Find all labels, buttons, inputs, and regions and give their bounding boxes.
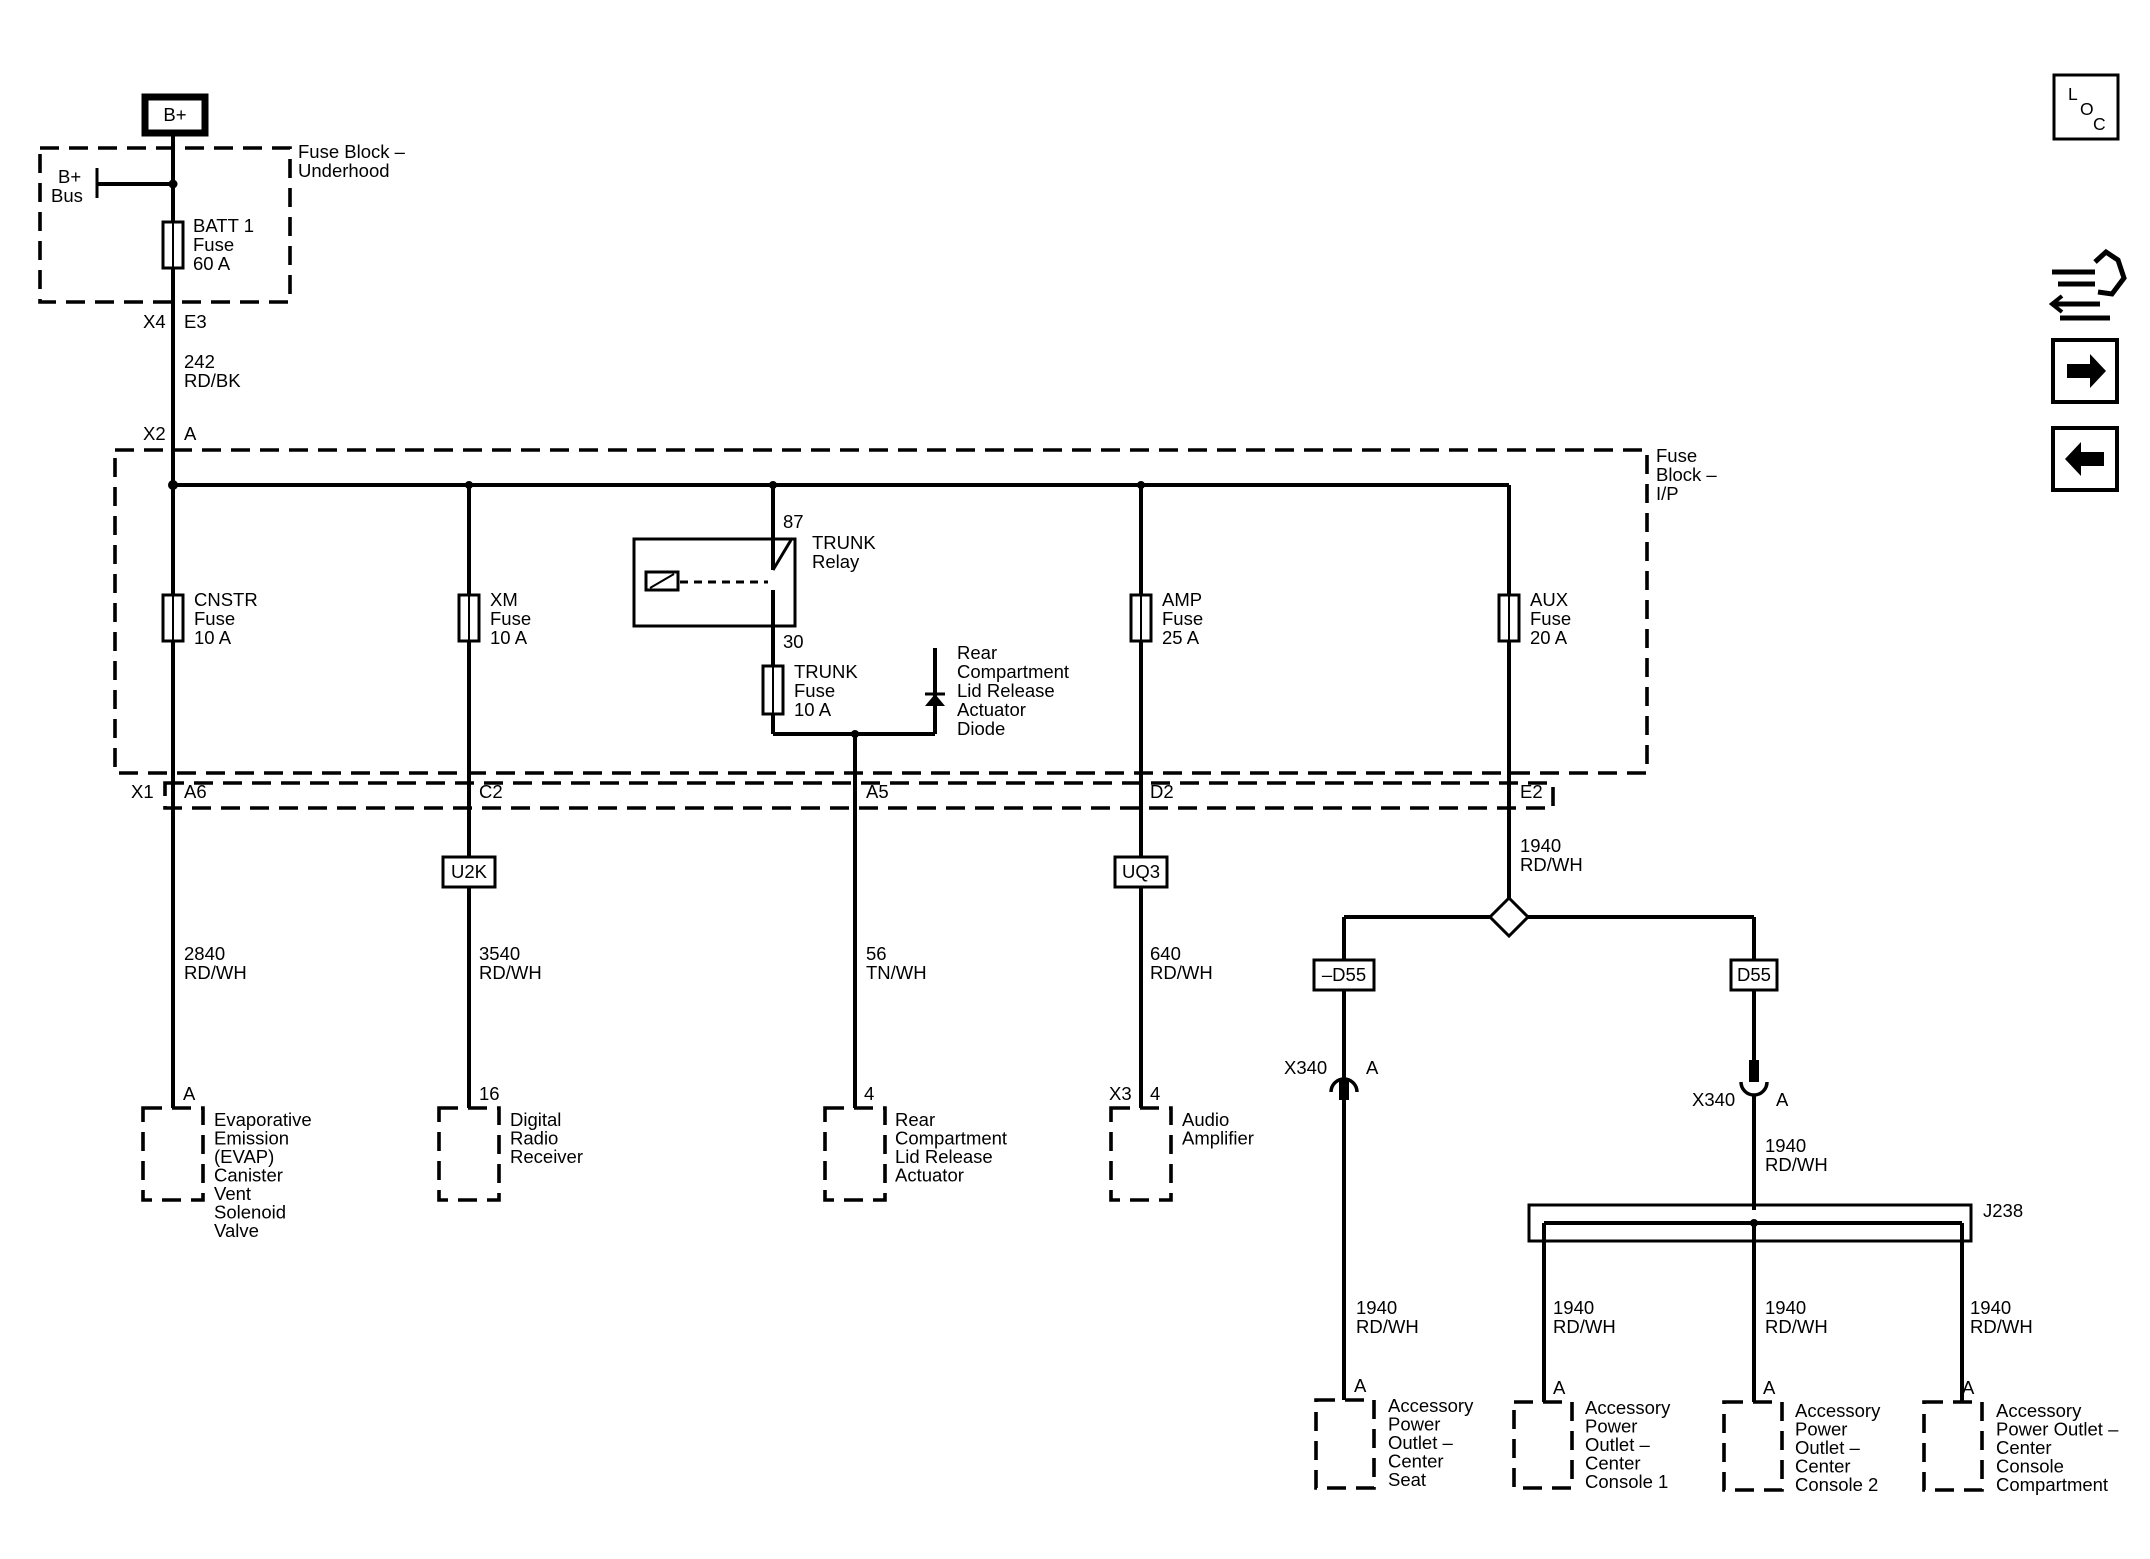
svg-text:4: 4: [1150, 1083, 1160, 1104]
svg-text:X340: X340: [1284, 1057, 1327, 1078]
svg-text:X3: X3: [1109, 1083, 1132, 1104]
svg-text:C: C: [2093, 114, 2106, 134]
svg-text:X1: X1: [131, 781, 154, 802]
svg-text:A6: A6: [184, 781, 207, 802]
svg-text:C2: C2: [479, 781, 503, 802]
svg-text:U2K: U2K: [451, 861, 488, 882]
diode-symbol: [925, 692, 945, 706]
svg-text:A: A: [1776, 1089, 1789, 1110]
svg-text:UQ3: UQ3: [1122, 861, 1160, 882]
arrow-left-icon[interactable]: [2051, 426, 2119, 492]
svg-text:B+: B+: [163, 104, 186, 125]
power-source: B+: [141, 93, 209, 137]
svg-text:16: 16: [479, 1083, 500, 1104]
svg-text:A: A: [183, 1083, 196, 1104]
svg-text:D2: D2: [1150, 781, 1174, 802]
bus-label: B+Bus: [51, 166, 83, 206]
svg-text:A: A: [1962, 1377, 1975, 1398]
arrow-right-icon[interactable]: [2051, 338, 2119, 404]
svg-text:–D55: –D55: [1322, 964, 1366, 985]
svg-text:L: L: [2068, 84, 2078, 104]
connector-harness-icon[interactable]: [2048, 248, 2127, 321]
svg-text:A: A: [1354, 1375, 1367, 1396]
svg-text:A5: A5: [866, 781, 889, 802]
svg-text:D55: D55: [1737, 964, 1771, 985]
svg-text:X4: X4: [143, 311, 166, 332]
svg-text:A: A: [184, 423, 197, 444]
option-split-diamond: [1487, 895, 1531, 939]
option-u2k: [441, 855, 497, 889]
svg-text:X340: X340: [1692, 1089, 1735, 1110]
svg-text:87: 87: [783, 511, 804, 532]
svg-text:A: A: [1366, 1057, 1379, 1078]
svg-text:4: 4: [864, 1083, 874, 1104]
trunk-relay: [632, 537, 797, 628]
svg-text:E2: E2: [1520, 781, 1543, 802]
svg-text:X2: X2: [143, 423, 166, 444]
svg-text:Fuse Block –Underhood: Fuse Block –Underhood: [298, 141, 406, 181]
svg-text:A: A: [1763, 1377, 1776, 1398]
option-uq3: [1113, 855, 1169, 889]
svg-text:30: 30: [783, 631, 804, 652]
loc-button[interactable]: L O C: [2052, 73, 2120, 141]
svg-text:J238: J238: [1983, 1200, 2023, 1221]
svg-text:O: O: [2080, 99, 2094, 119]
svg-text:A: A: [1553, 1377, 1566, 1398]
svg-text:E3: E3: [184, 311, 207, 332]
